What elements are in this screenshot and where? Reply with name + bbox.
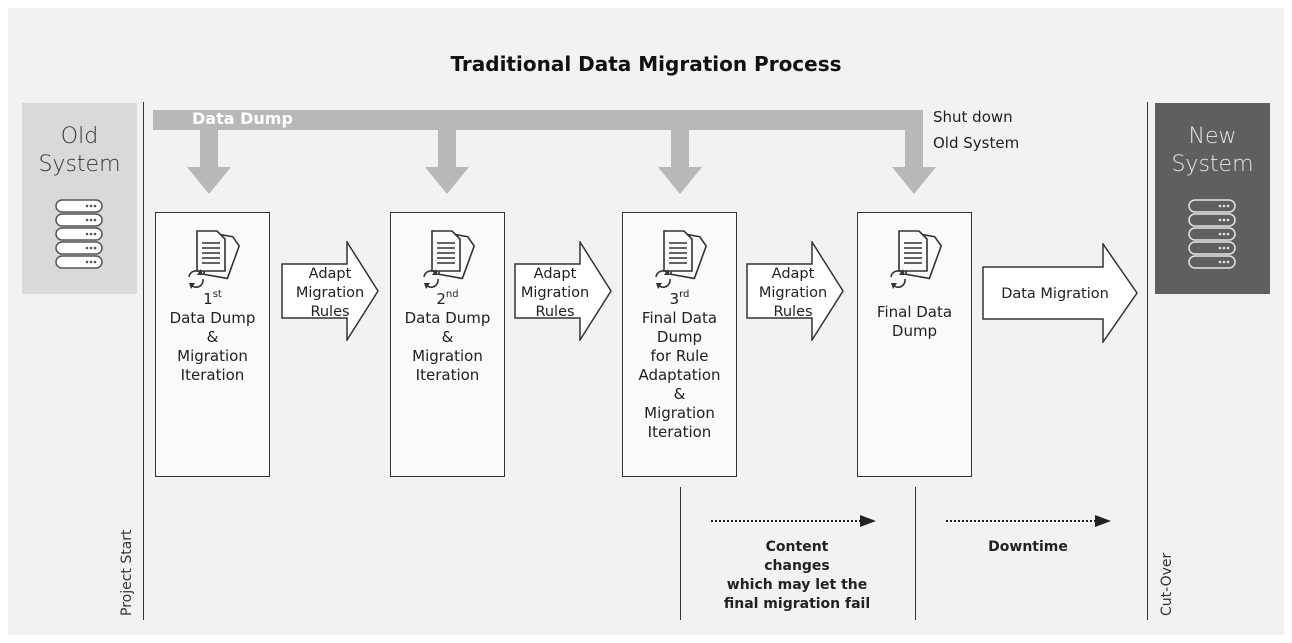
down-arrow-2: [425, 129, 469, 194]
iteration-line: &: [206, 328, 219, 346]
data-migration-arrow: [982, 243, 1138, 343]
label-line: Adapt: [771, 266, 815, 282]
iteration-ordinal: 1st: [203, 289, 222, 309]
iteration-line: Dump: [891, 322, 938, 340]
new-system-label-line2: System: [1171, 152, 1254, 177]
iteration-line: Final Data: [641, 309, 718, 327]
iteration-line: Dump: [656, 328, 703, 346]
iteration-line: Final Data: [876, 303, 953, 321]
project-start-label: Project Start: [119, 529, 135, 616]
old-system-label-line2: System: [38, 152, 121, 177]
database-icon: [55, 199, 103, 269]
adapt-rules-arrow-2: [514, 241, 612, 341]
new-system-box: New System: [1155, 103, 1270, 294]
old-system-box: Old System: [22, 103, 137, 294]
iteration-line: Migration: [644, 404, 715, 422]
label-line: Adapt: [533, 266, 577, 282]
label-line: Migration: [295, 285, 365, 301]
iteration-line: &: [441, 328, 454, 346]
note-line: Content: [765, 539, 829, 555]
iteration-line: Migration: [412, 347, 483, 365]
adapt-rules-label-3: Adapt Migration Rules: [744, 265, 842, 322]
downtime-divider-line: [915, 487, 916, 620]
note-line: changes: [764, 558, 830, 574]
project-start-line: [143, 102, 144, 620]
note-line: final migration fail: [723, 596, 871, 612]
iteration-box-1: 1st Data Dump & Migration Iteration: [155, 212, 270, 477]
iteration-line: Iteration: [180, 366, 245, 384]
iteration-line: for Rule: [650, 347, 709, 365]
iteration-line: Iteration: [415, 366, 480, 384]
adapt-rules-arrow-1: [281, 241, 379, 341]
cut-over-label: Cut-Over: [1159, 552, 1175, 616]
content-changes-dotted-line: [711, 520, 861, 522]
label-line: Rules: [773, 304, 813, 320]
downtime-note: Downtime: [988, 539, 1068, 555]
adapt-rules-label-1: Adapt Migration Rules: [281, 265, 379, 322]
down-arrow-1: [187, 129, 231, 194]
data-dump-bar-label: Data Dump: [192, 109, 293, 128]
cut-over-line: [1147, 102, 1148, 620]
document-refresh-icon: [187, 230, 240, 289]
content-changes-note: Content changes which may let the final …: [712, 538, 882, 614]
adapt-rules-label-2: Adapt Migration Rules: [506, 265, 604, 322]
downtime-dotted-line: [946, 520, 1096, 522]
label-line: Adapt: [308, 266, 352, 282]
new-system-label-line1: New: [1188, 124, 1237, 149]
iteration-line: Adaptation: [638, 366, 721, 384]
diagram-title: Traditional Data Migration Process: [450, 52, 842, 76]
final-dump-divider-line: [680, 487, 681, 620]
downtime-arrowhead: [1095, 515, 1111, 527]
label-line: Rules: [310, 304, 350, 320]
label-line: Migration: [520, 285, 590, 301]
shutdown-old-system-label: Shut down Old System: [933, 104, 1019, 156]
label-line: Migration: [758, 285, 828, 301]
iteration-box-3: 3rd Final Data Dump for Rule Adaptation …: [622, 212, 737, 477]
iteration-ordinal: 2nd: [436, 289, 459, 309]
down-arrow-3: [658, 129, 702, 194]
iteration-line: Migration: [177, 347, 248, 365]
data-dump-bar: [153, 110, 923, 130]
old-system-label-line1: Old: [60, 124, 99, 149]
content-changes-arrowhead: [860, 515, 876, 527]
label-line: Rules: [535, 304, 575, 320]
final-dump-box: Final Data Dump: [857, 212, 972, 477]
shutdown-line1: Shut down: [933, 108, 1013, 126]
shutdown-line2: Old System: [933, 134, 1020, 152]
database-icon: [1188, 199, 1236, 269]
iteration-line: Iteration: [647, 423, 712, 441]
data-migration-label: Data Migration: [1001, 286, 1109, 302]
iteration-box-2: 2nd Data Dump & Migration Iteration: [390, 212, 505, 477]
adapt-rules-arrow-3: [746, 241, 844, 341]
iteration-line: Data Dump: [169, 309, 256, 327]
down-arrow-4: [892, 129, 936, 194]
document-refresh-icon: [889, 230, 942, 289]
document-refresh-icon: [422, 230, 475, 289]
note-line: which may let the: [726, 577, 868, 593]
document-refresh-icon: [654, 230, 707, 289]
iteration-line: &: [673, 385, 686, 403]
iteration-line: Data Dump: [404, 309, 491, 327]
iteration-ordinal: 3rd: [669, 289, 690, 309]
